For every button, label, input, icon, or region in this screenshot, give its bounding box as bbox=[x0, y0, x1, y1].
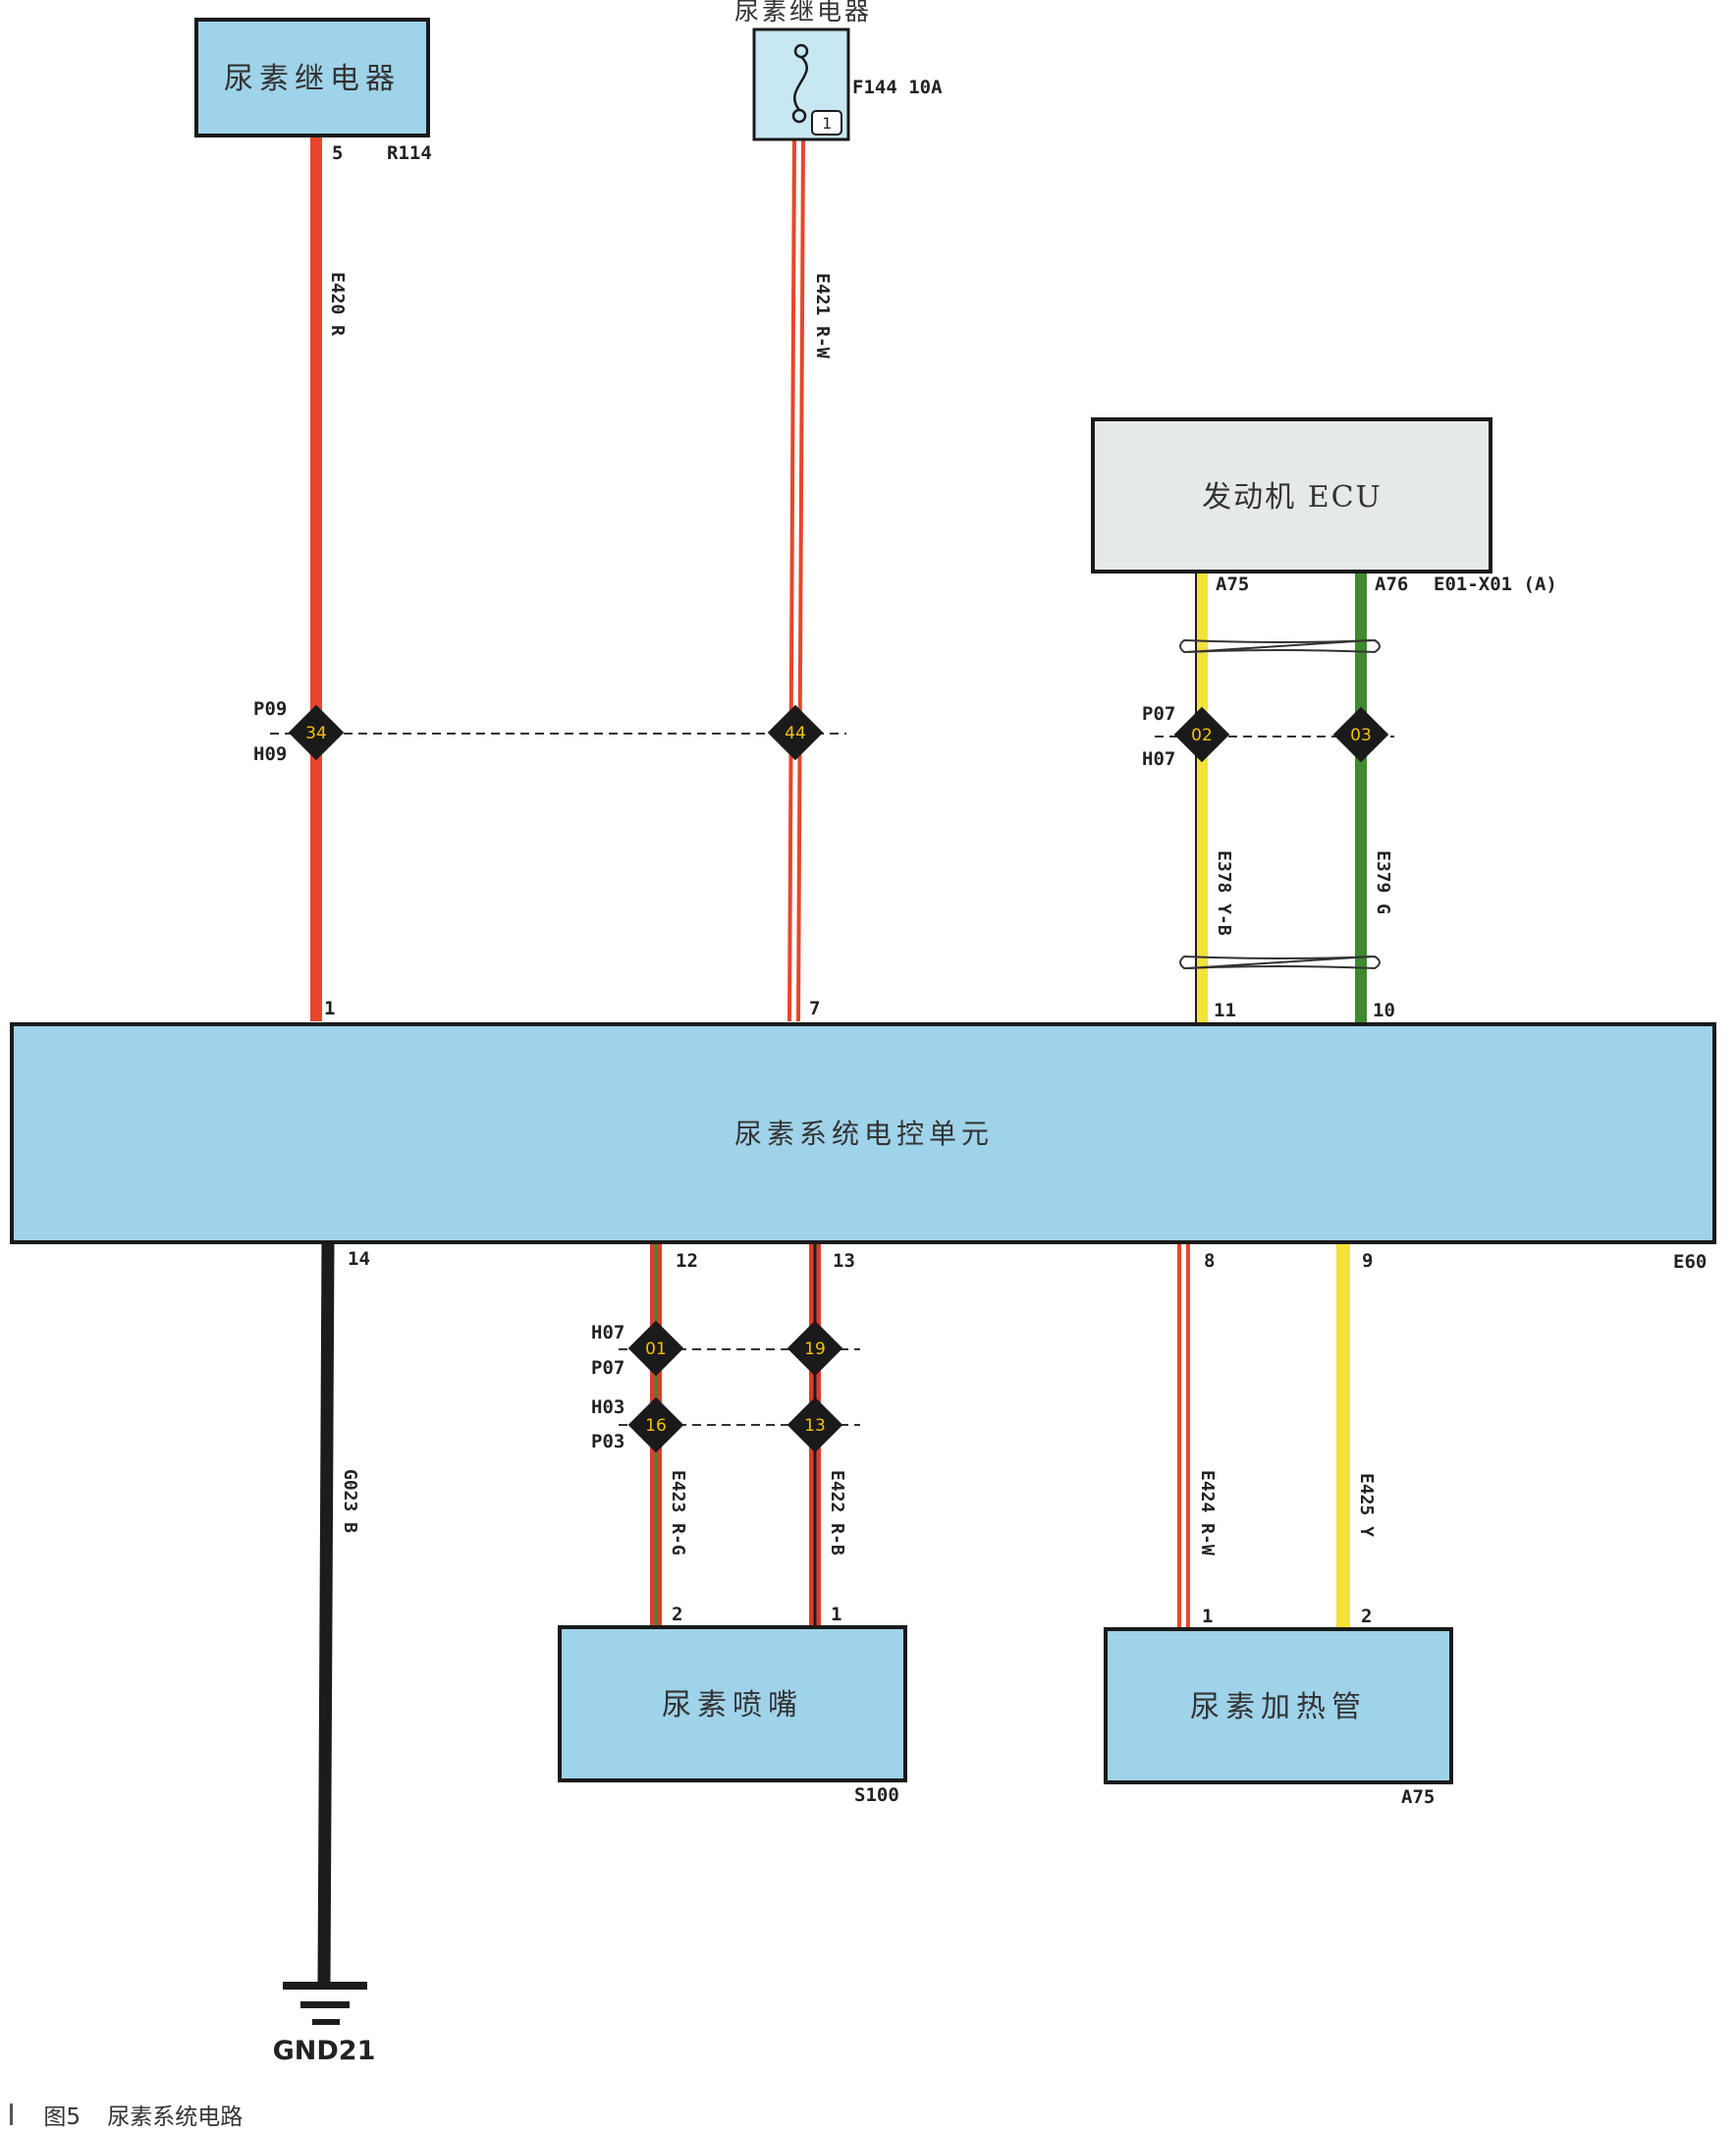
wire-label-g023: G023 B bbox=[340, 1469, 360, 1533]
wiring-diagram: 34 44 02 03 01 19 16 13 P09 H09 P07 H07 … bbox=[10, 0, 1716, 2066]
svg-text:02: 02 bbox=[1191, 726, 1213, 745]
connector-44: 44 bbox=[767, 704, 824, 761]
cu-pin-1: 1 bbox=[324, 998, 335, 1019]
wire-g023 bbox=[317, 1241, 335, 1985]
ground-label: GND21 bbox=[273, 2036, 376, 2066]
wire-label-e425: E425 Y bbox=[1356, 1473, 1377, 1537]
wire-label-e422: E422 R-B bbox=[827, 1470, 847, 1556]
svg-text:03: 03 bbox=[1350, 726, 1372, 745]
svg-text:13: 13 bbox=[804, 1416, 826, 1436]
wire-label-e420: E420 R bbox=[327, 272, 348, 336]
fuse-box: 1 bbox=[752, 27, 850, 141]
svg-text:19: 19 bbox=[804, 1339, 826, 1359]
injector-box: 尿素喷嘴 bbox=[558, 1625, 907, 1782]
control-unit-label: 尿素系统电控单元 bbox=[734, 1118, 994, 1150]
label-p07: P07 bbox=[591, 1357, 624, 1379]
connector-03: 03 bbox=[1332, 706, 1389, 763]
cu-pin-11: 11 bbox=[1214, 1000, 1236, 1021]
label-h07: H07 bbox=[591, 1322, 624, 1343]
wire-e421 bbox=[787, 139, 805, 1022]
urea-relay-code: R114 bbox=[387, 142, 432, 164]
wire-label-e379: E379 G bbox=[1373, 850, 1393, 914]
cu-pin-13: 13 bbox=[833, 1250, 855, 1272]
heater-label: 尿素加热管 bbox=[1190, 1690, 1367, 1724]
cu-pin-9: 9 bbox=[1362, 1250, 1373, 1272]
wire-label-e424: E424 R-W bbox=[1197, 1470, 1218, 1556]
urea-relay-box: 尿素继电器 bbox=[194, 18, 430, 137]
figure-number: 图5 bbox=[43, 2104, 81, 2130]
fuse-title: 尿素继电器 bbox=[734, 0, 872, 26]
label-p07-top: P07 bbox=[1142, 703, 1175, 725]
twisted-pair-bottom bbox=[1179, 955, 1381, 970]
engine-ecu-box: 发动机 ECU bbox=[1091, 417, 1492, 574]
svg-text:34: 34 bbox=[305, 724, 327, 743]
connector-01: 01 bbox=[627, 1320, 684, 1377]
ground-symbol-icon bbox=[283, 1982, 367, 2025]
urea-relay-pin: 5 bbox=[332, 142, 343, 164]
label-h09: H09 bbox=[253, 743, 287, 765]
fuse-index: 1 bbox=[822, 114, 832, 133]
svg-text:01: 01 bbox=[645, 1339, 667, 1359]
wire-label-e421: E421 R-W bbox=[812, 273, 833, 358]
engine-ecu-label: 发动机 ECU bbox=[1202, 480, 1383, 515]
connector-13: 13 bbox=[787, 1396, 843, 1453]
wire-e378 bbox=[1195, 573, 1208, 1024]
connector-16: 16 bbox=[627, 1396, 684, 1453]
cu-pin-7: 7 bbox=[809, 998, 820, 1019]
injector-code: S100 bbox=[854, 1784, 899, 1806]
ecu-pin-a75: A75 bbox=[1216, 574, 1249, 595]
injector-pin-1: 1 bbox=[831, 1604, 841, 1625]
cu-code: E60 bbox=[1673, 1251, 1707, 1273]
connector-02: 02 bbox=[1173, 706, 1230, 763]
fuse-icon bbox=[791, 43, 809, 124]
heater-box: 尿素加热管 bbox=[1104, 1627, 1453, 1784]
caption-bar bbox=[10, 2104, 13, 2125]
connector-34: 34 bbox=[288, 704, 345, 761]
ecu-pin-a76: A76 bbox=[1375, 574, 1408, 595]
cu-pin-10: 10 bbox=[1373, 1000, 1395, 1021]
twisted-pair-top bbox=[1179, 638, 1381, 654]
ecu-connector-code: E01-X01 (A) bbox=[1434, 574, 1557, 595]
cu-pin-14: 14 bbox=[348, 1248, 370, 1270]
connector-19: 19 bbox=[787, 1320, 843, 1377]
urea-relay-label: 尿素继电器 bbox=[224, 62, 401, 96]
cu-pin-12: 12 bbox=[676, 1250, 698, 1272]
svg-text:44: 44 bbox=[785, 724, 806, 743]
wire-label-e378: E378 Y-B bbox=[1214, 850, 1234, 936]
figure-title: 尿素系统电路 bbox=[107, 2104, 244, 2130]
cu-pin-8: 8 bbox=[1204, 1250, 1215, 1272]
heater-code: A75 bbox=[1401, 1786, 1435, 1808]
injector-label: 尿素喷嘴 bbox=[662, 1688, 803, 1722]
fuse-name: F144 10A bbox=[852, 77, 943, 98]
heater-pin-1: 1 bbox=[1202, 1606, 1213, 1627]
label-p09: P09 bbox=[253, 698, 287, 720]
label-p03: P03 bbox=[591, 1431, 624, 1452]
label-h03: H03 bbox=[591, 1396, 624, 1418]
control-unit-box: 尿素系统电控单元 bbox=[10, 1022, 1716, 1244]
heater-pin-2: 2 bbox=[1361, 1606, 1372, 1627]
label-h07-top: H07 bbox=[1142, 748, 1175, 770]
wire-label-e423: E423 R-G bbox=[668, 1470, 688, 1556]
injector-pin-2: 2 bbox=[672, 1604, 682, 1625]
wire-e424 bbox=[1177, 1242, 1190, 1627]
svg-text:16: 16 bbox=[645, 1416, 667, 1436]
